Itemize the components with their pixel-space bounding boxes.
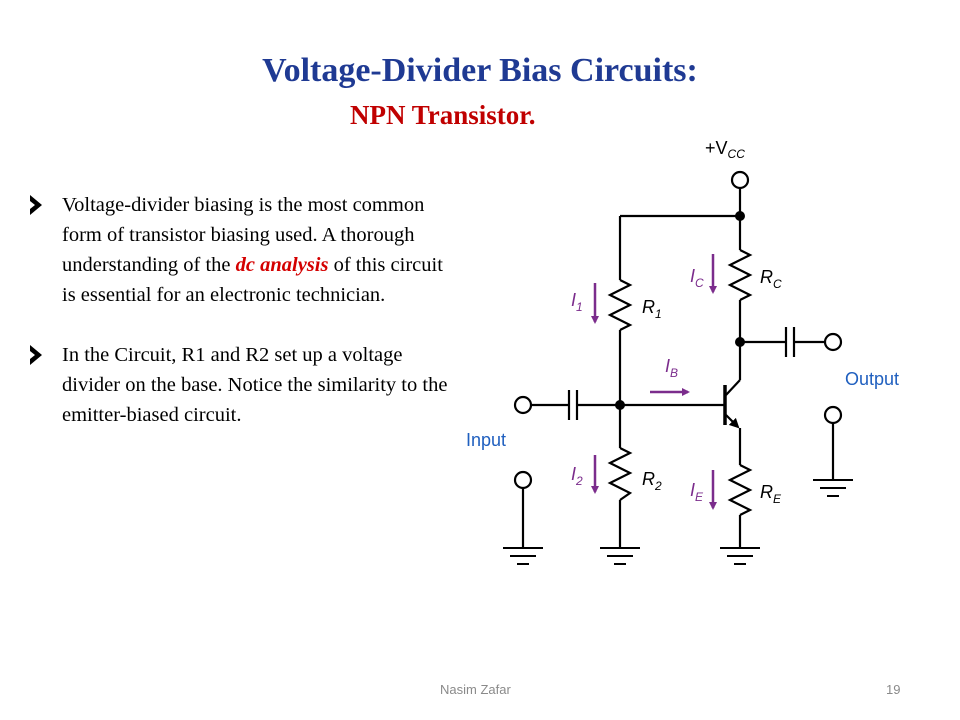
r2-label: R2 (642, 469, 662, 493)
output-label: Output (845, 369, 899, 389)
resistor-rc (727, 249, 753, 301)
arrow-bullet-icon (30, 345, 42, 365)
junction-dot (735, 337, 745, 347)
footer-author: Nasim Zafar (440, 682, 511, 697)
output-terminal (823, 332, 843, 352)
ic-label: IC (690, 266, 704, 290)
ground-symbols (503, 479, 853, 565)
bullet-text-1a: Voltage-divider biasing is the most comm… (62, 194, 425, 276)
input-label: Input (466, 430, 506, 450)
bullet-text-1b: of this circuit is essential for an elec… (62, 254, 443, 306)
vcc-terminal (730, 170, 750, 190)
input-terminal (513, 395, 533, 415)
junction-dot (615, 400, 625, 410)
bullet-item-2: In the Circuit, R1 and R2 set up a volta… (30, 340, 450, 430)
transistor-collector (725, 379, 741, 396)
vcc-label: +VCC (705, 138, 745, 161)
input-ground-terminal (513, 470, 533, 490)
resistor-r1 (607, 279, 633, 331)
highlight-dc-analysis: dc analysis (235, 254, 329, 276)
slide-title: Voltage-Divider Bias Circuits: (262, 52, 698, 89)
re-label: RE (760, 482, 782, 506)
rc-label: RC (760, 267, 782, 291)
ground-icon (813, 479, 853, 497)
output-ground-terminal (823, 405, 843, 425)
resistor-r2 (607, 447, 633, 501)
footer-page-number: 19 (886, 682, 901, 697)
transistor-emitter (725, 414, 740, 429)
r1-label: R1 (642, 297, 662, 321)
i2-label: I2 (571, 464, 583, 488)
bullet-item-1: Voltage-divider biasing is the most comm… (30, 190, 450, 310)
ground-icon (600, 547, 640, 565)
ib-label: IB (665, 356, 678, 380)
bullet-list: Voltage-divider biasing is the most comm… (30, 190, 450, 460)
ground-icon (503, 547, 543, 565)
ground-icon (720, 547, 760, 565)
i1-label: I1 (571, 290, 583, 314)
resistor-re (727, 464, 753, 516)
slide-subtitle: NPN Transistor. (350, 100, 536, 130)
arrow-bullet-icon (30, 195, 42, 215)
ie-label: IE (690, 480, 704, 504)
bullet-text-2: In the Circuit, R1 and R2 set up a volta… (62, 344, 448, 426)
junction-dot (735, 211, 745, 221)
